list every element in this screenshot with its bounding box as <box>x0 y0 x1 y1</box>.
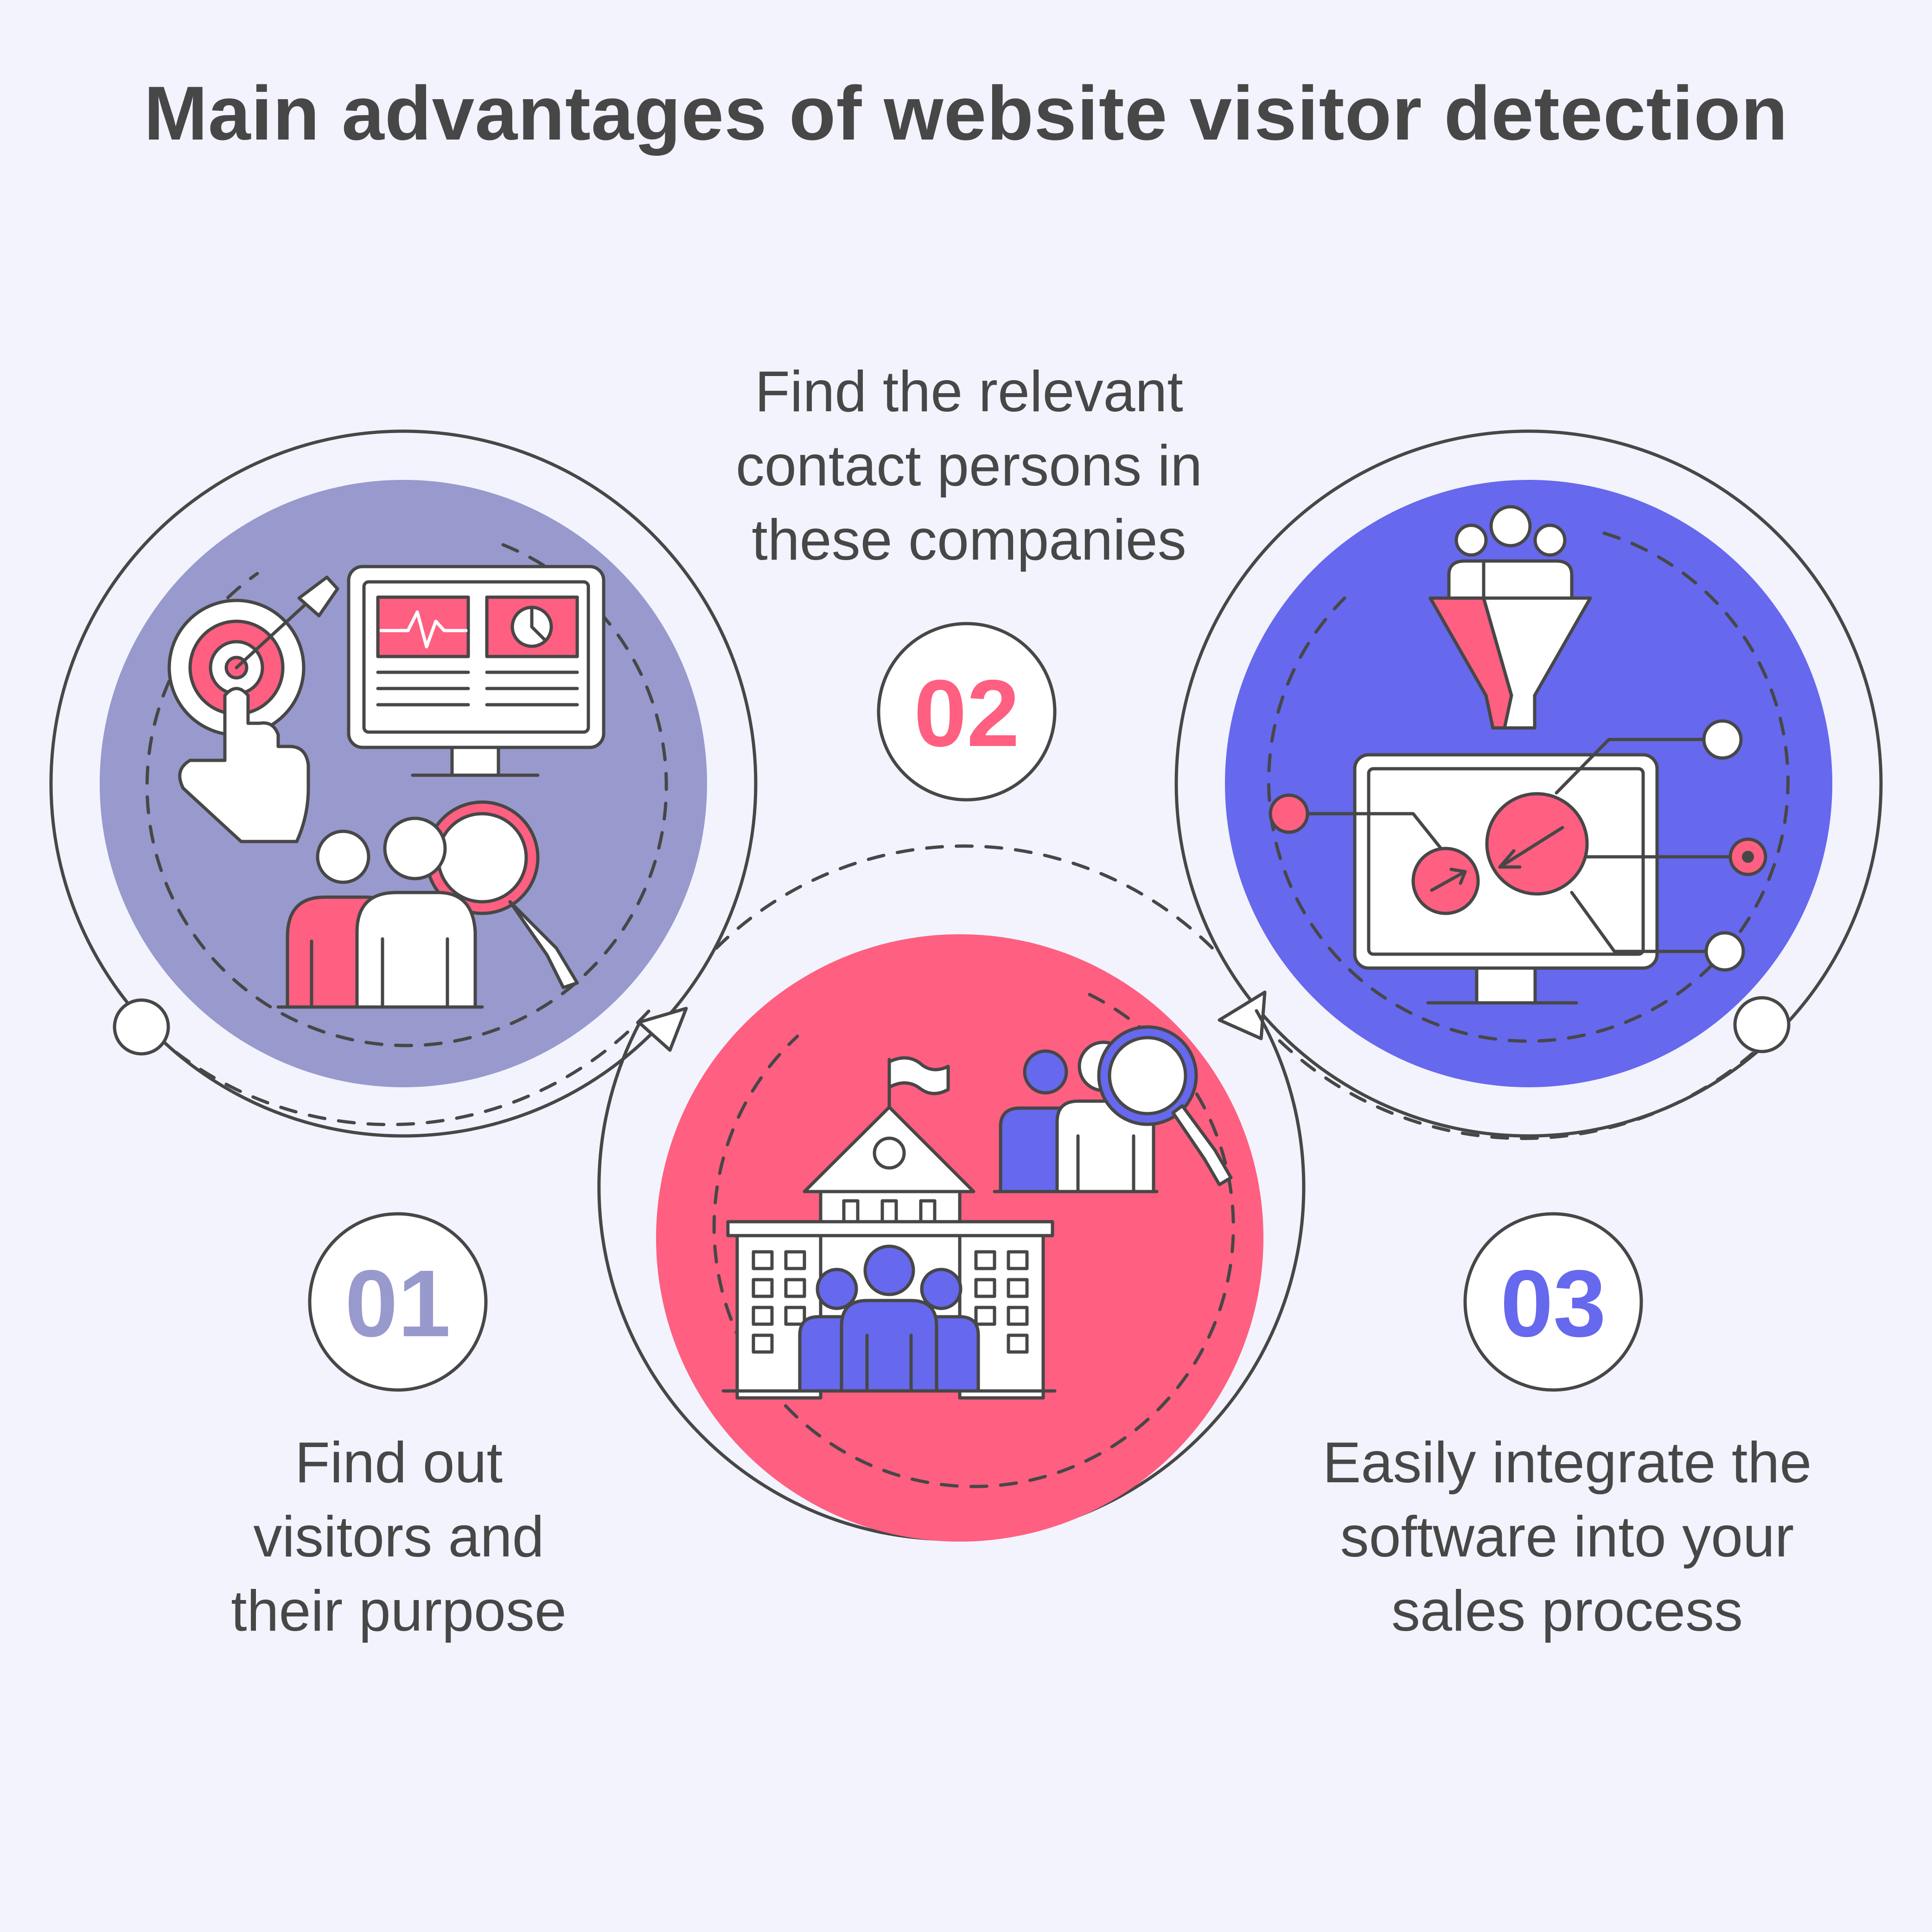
step-2-caption-line: these companies <box>752 508 1186 572</box>
step-3-caption-line: Easily integrate the <box>1322 1431 1812 1495</box>
step-1-caption-line: their purpose <box>231 1579 567 1643</box>
step-1-number: 01 <box>345 1250 451 1357</box>
step-2-number: 02 <box>914 660 1020 766</box>
step-2-inner-dashed-ring <box>712 993 1235 1488</box>
target-screen-people-icon <box>167 565 606 1009</box>
page-title: Main advantages of website visitor detec… <box>144 70 1788 156</box>
step-3-caption: Easily integrate the software into your … <box>1270 1426 1864 1648</box>
step-2-caption-line: contact persons in <box>735 434 1203 498</box>
step-1-caption-line: Find out <box>294 1431 503 1495</box>
step-3-outer-ring <box>1174 429 1883 1138</box>
step-1-number-badge <box>308 1212 488 1392</box>
company-building-people-icon <box>721 1025 1233 1400</box>
step-3-arrowhead <box>1218 990 1267 1040</box>
step-1-group <box>49 429 758 1392</box>
step-3-connector-node <box>1733 996 1791 1053</box>
step-3-inner-dashed-ring <box>1267 531 1790 1043</box>
step-1-arrowhead <box>637 1007 688 1052</box>
step-3-number-badge <box>1463 1212 1643 1392</box>
step-1-caption-line: visitors and <box>253 1505 544 1569</box>
step-3-caption-line: software into your <box>1340 1505 1794 1569</box>
step-2-number-badge <box>877 622 1057 802</box>
step-2-group <box>597 622 1306 1542</box>
step-2-upper-dashed-arc <box>714 844 1214 950</box>
step-2-caption: Find the relevant contact persons in the… <box>677 355 1261 577</box>
funnel-gears-monitor-icon <box>1269 505 1767 1005</box>
step-1-connector-node <box>113 998 170 1056</box>
step-2-caption-line: Find the relevant <box>755 360 1183 424</box>
step-3-group <box>1174 429 1883 1392</box>
step-1-outer-ring <box>49 429 758 1138</box>
step-3-number: 03 <box>1500 1250 1606 1357</box>
step-1-caption: Find out visitors and their purpose <box>167 1426 631 1648</box>
step-3-caption-line: sales process <box>1391 1579 1743 1643</box>
step-1-inner-dashed-ring <box>145 543 668 1047</box>
